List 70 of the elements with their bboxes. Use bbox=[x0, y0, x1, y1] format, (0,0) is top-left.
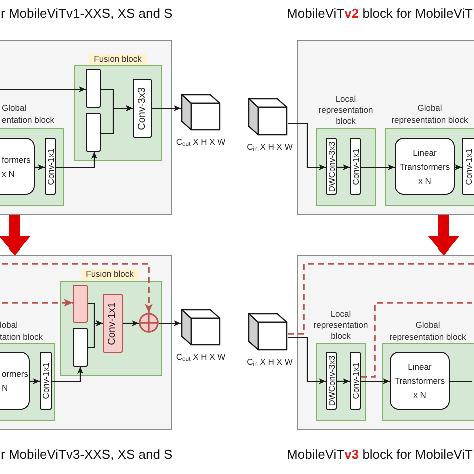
block-heading: Global entation block bbox=[2, 102, 54, 126]
arrow bbox=[35, 164, 45, 170]
dashed-arrow bbox=[2, 299, 73, 307]
tensor-shape-label: C$_{out}$ X H X W bbox=[176, 352, 226, 363]
layer-box bbox=[326, 352, 337, 410]
layer-box bbox=[45, 138, 56, 195]
dashed-line bbox=[288, 263, 474, 335]
block-heading: Fusion block bbox=[81, 269, 139, 280]
tensor-shape-label: C$_{in}$ X H X W bbox=[247, 357, 293, 368]
arrow bbox=[455, 164, 462, 170]
arrow bbox=[361, 164, 395, 170]
block-heading: Fusion block bbox=[89, 54, 147, 65]
layer-box bbox=[350, 138, 361, 195]
empty-block bbox=[86, 69, 101, 108]
layer-box bbox=[462, 138, 474, 195]
empty-block bbox=[73, 328, 88, 367]
empty-block bbox=[86, 113, 101, 152]
arrow bbox=[56, 152, 98, 168]
layer-label: Conv-1x1 bbox=[108, 302, 118, 345]
layer-label: formers x N bbox=[2, 154, 31, 180]
block-heading: Global representation block bbox=[390, 319, 466, 343]
layer-label: Linear Transformers x N bbox=[394, 361, 446, 402]
dashed-line bbox=[361, 302, 472, 378]
layer-box bbox=[350, 352, 361, 410]
layer-label: Conv-1x1 bbox=[46, 148, 55, 185]
layer-label: Conv-1x1 bbox=[351, 148, 360, 185]
layer-box bbox=[326, 138, 337, 195]
layer-label: Conv-1x1 bbox=[351, 362, 360, 400]
layer-label: Conv-1x1 bbox=[464, 148, 473, 185]
arrow bbox=[337, 378, 350, 384]
arrow bbox=[0, 86, 86, 92]
connector-line bbox=[450, 380, 472, 382]
arrow bbox=[337, 164, 350, 170]
arrow bbox=[101, 106, 133, 134]
arrow bbox=[123, 320, 139, 326]
rounded-layer-box bbox=[0, 138, 35, 195]
arrow bbox=[288, 122, 326, 170]
layer-label: DWConv-3x3 bbox=[327, 141, 336, 192]
layer-label: DWConv-3x3 bbox=[327, 356, 336, 406]
block-heading: Local representation block bbox=[318, 94, 374, 127]
block-heading: Global representation block bbox=[392, 103, 468, 126]
layer-label: ormers N bbox=[2, 368, 28, 395]
layer-box bbox=[40, 352, 52, 410]
rounded-layer-box bbox=[0, 352, 30, 410]
block-heading: lobal tation block bbox=[0, 319, 43, 343]
arrow bbox=[52, 367, 84, 382]
block-arrow bbox=[0, 215, 31, 255]
layer-label: Conv-1x1 bbox=[42, 362, 50, 400]
arrow bbox=[361, 378, 390, 384]
layer-label: Conv-3x3 bbox=[138, 87, 148, 130]
panel-title: MobileViTv3 block for MobileViT bbox=[287, 447, 473, 463]
arrow bbox=[152, 106, 181, 112]
layer-label: Linear Transformers x N bbox=[400, 146, 450, 188]
arrow bbox=[288, 336, 326, 384]
panel-title: r MobileViTv1-XXS, XS and S bbox=[1, 6, 173, 22]
arrow bbox=[88, 320, 103, 348]
block-heading: Local representation block bbox=[314, 309, 368, 342]
tensor-shape-label: C$_{out}$ X H X W bbox=[176, 137, 226, 148]
arrow bbox=[159, 320, 181, 326]
block-arrow bbox=[428, 215, 460, 255]
rounded-layer-box bbox=[395, 138, 455, 195]
panel-title: r MobileViTv3-XXS, XS and S bbox=[1, 447, 173, 463]
arrow bbox=[30, 378, 40, 384]
layer-box bbox=[103, 294, 123, 353]
layer-box bbox=[133, 79, 152, 138]
dashed-arrow bbox=[2, 263, 153, 313]
rounded-layer-box bbox=[390, 352, 450, 410]
panel-title: MobileViTv2 block for MobileViT bbox=[287, 6, 473, 22]
tensor-shape-label: C$_{in}$ X H X W bbox=[247, 142, 293, 153]
empty-block bbox=[73, 285, 88, 323]
